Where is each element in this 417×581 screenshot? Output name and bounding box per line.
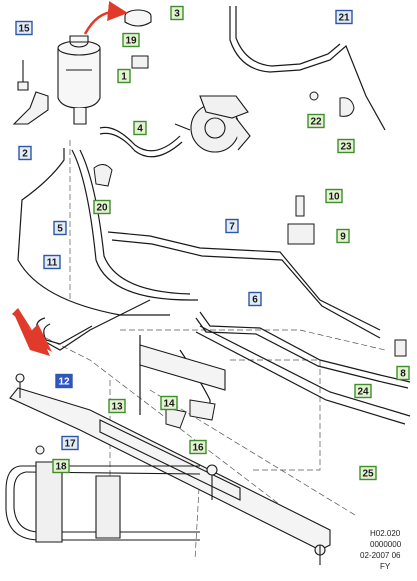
- steering-rack-icon: [9, 344, 331, 565]
- footer-line: FY: [380, 562, 391, 571]
- pump-icon: [174, 95, 251, 153]
- callout-box: [307, 113, 325, 129]
- callout-label: 5: [57, 224, 63, 235]
- callout-17: 17: [61, 435, 79, 451]
- callout-box: [133, 120, 147, 136]
- callout-24: 24: [354, 383, 372, 399]
- callout-12: 12: [55, 373, 73, 389]
- callout-label: 6: [252, 295, 258, 306]
- callout-14: 14: [160, 395, 178, 411]
- callout-3: 3: [170, 5, 184, 21]
- callout-label: 11: [47, 258, 58, 269]
- callout-label: 19: [125, 36, 137, 47]
- callout-19: 19: [122, 32, 140, 48]
- callout-20: 20: [93, 199, 111, 215]
- callout-box: [52, 458, 70, 474]
- callout-label: 9: [340, 232, 346, 243]
- callout-4: 4: [133, 120, 147, 136]
- callout-box: [337, 138, 355, 154]
- callout-label: 21: [338, 13, 350, 24]
- callout-label: 24: [357, 387, 369, 398]
- callout-box: [325, 188, 343, 204]
- callout-box: [336, 228, 350, 244]
- callout-label: 17: [64, 439, 76, 450]
- callout-box: [43, 254, 61, 270]
- callout-box: [122, 32, 140, 48]
- callout-label: 3: [174, 9, 180, 20]
- callout-box: [18, 145, 32, 161]
- callout-2: 2: [18, 145, 32, 161]
- callout-label: 13: [111, 402, 123, 413]
- fitting-icons: [35, 55, 407, 455]
- reservoir-icon: [57, 9, 152, 125]
- callout-label: 23: [340, 142, 352, 153]
- callout-label: 20: [96, 203, 108, 214]
- callout-25: 25: [359, 465, 377, 481]
- callout-13: 13: [108, 398, 126, 414]
- callout-box: [170, 5, 184, 21]
- callout-label: 18: [55, 462, 67, 473]
- cooler-icon: [5, 461, 201, 543]
- callout-15: 15: [15, 20, 33, 36]
- callout-23: 23: [337, 138, 355, 154]
- callout-7: 7: [225, 218, 239, 234]
- callout-box: [354, 383, 372, 399]
- callout-5: 5: [53, 220, 67, 236]
- callout-label: 14: [163, 399, 175, 410]
- callout-box: [108, 398, 126, 414]
- callout-label: 1: [121, 72, 127, 83]
- callout-18: 18: [52, 458, 70, 474]
- callout-label: 7: [229, 222, 235, 233]
- callout-21: 21: [335, 9, 353, 25]
- callout-label: 8: [400, 369, 406, 380]
- callout-box: [359, 465, 377, 481]
- arrow-icon: [83, 1, 128, 35]
- callout-11: 11: [43, 254, 61, 270]
- callout-label: 2: [22, 149, 28, 160]
- callout-6: 6: [248, 291, 262, 307]
- callout-box: [15, 20, 33, 36]
- callout-box: [117, 68, 131, 84]
- callout-16: 16: [189, 439, 207, 455]
- callout-box: [225, 218, 239, 234]
- callout-box: [189, 439, 207, 455]
- callout-label: 12: [58, 377, 70, 388]
- callout-box: [160, 395, 178, 411]
- callout-label: 22: [310, 117, 322, 128]
- callout-label: 4: [137, 124, 143, 135]
- callout-label: 10: [328, 192, 340, 203]
- footer-line: 0000000: [370, 540, 402, 549]
- callout-9: 9: [336, 228, 350, 244]
- callout-1: 1: [117, 68, 131, 84]
- footer-line: H02.020: [370, 529, 401, 538]
- callout-label: 15: [18, 24, 30, 35]
- footer-line: 02-2007 06: [360, 551, 401, 560]
- callout-box: [248, 291, 262, 307]
- callout-label: 25: [362, 469, 374, 480]
- callout-10: 10: [325, 188, 343, 204]
- callout-box: [93, 199, 111, 215]
- callout-box: [335, 9, 353, 25]
- callout-box: [55, 373, 73, 389]
- callout-box: [53, 220, 67, 236]
- bolt-icon: [17, 60, 29, 91]
- bracket-icon: [12, 91, 49, 125]
- callout-label: 16: [192, 443, 204, 454]
- callout-box: [61, 435, 79, 451]
- callout-22: 22: [307, 113, 325, 129]
- callout-8: 8: [396, 365, 410, 381]
- arrow-icon: [12, 308, 52, 356]
- callout-box: [396, 365, 410, 381]
